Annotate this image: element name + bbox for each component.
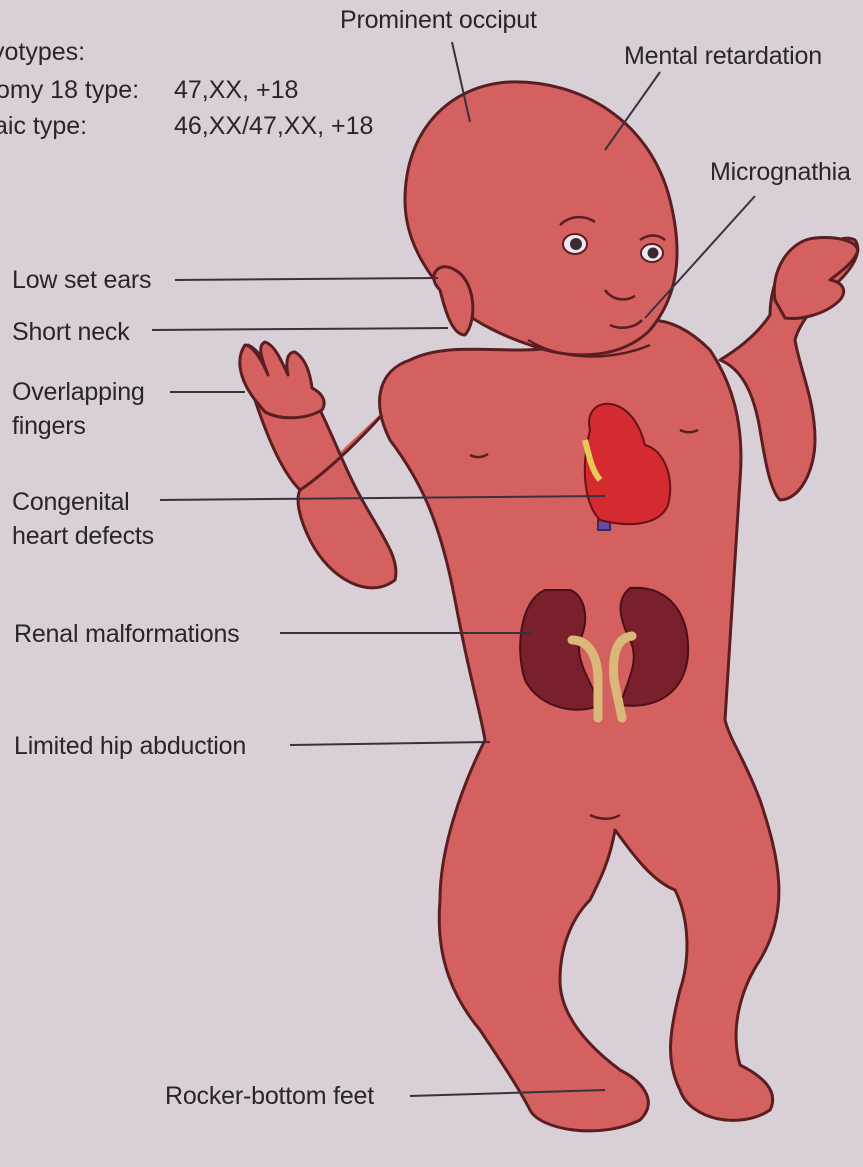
label-renal-malformations: Renal malformations (14, 620, 239, 649)
leader-hip (290, 742, 490, 745)
karyotype-row-value: 46,XX/47,XX, +18 (174, 112, 373, 141)
label-congenital-heart-line2: heart defects (12, 522, 154, 551)
karyotype-row-type: omy 18 type: (0, 76, 139, 105)
leader-short-neck (152, 328, 448, 330)
karyotype-row-value: 47,XX, +18 (174, 76, 298, 105)
label-low-set-ears: Low set ears (12, 266, 151, 295)
label-mental-retardation: Mental retardation (624, 42, 822, 71)
label-rocker-bottom-feet: Rocker-bottom feet (165, 1082, 374, 1111)
karyotype-heading: yotypes: (0, 38, 85, 67)
label-overlapping-fingers-line2: fingers (12, 412, 86, 441)
label-limited-hip-abduction: Limited hip abduction (14, 732, 246, 761)
label-prominent-occiput: Prominent occiput (340, 6, 537, 35)
leader-low-set-ears (175, 278, 438, 280)
label-overlapping-fingers-line1: Overlapping (12, 378, 145, 407)
label-congenital-heart-line1: Congenital (12, 488, 130, 517)
karyotype-row-type: aic type: (0, 112, 87, 141)
left-hand (240, 342, 324, 418)
torso (380, 320, 779, 1131)
label-short-neck: Short neck (12, 318, 130, 347)
right-hand (774, 238, 858, 319)
label-micrognathia: Micrognathia (710, 158, 851, 187)
